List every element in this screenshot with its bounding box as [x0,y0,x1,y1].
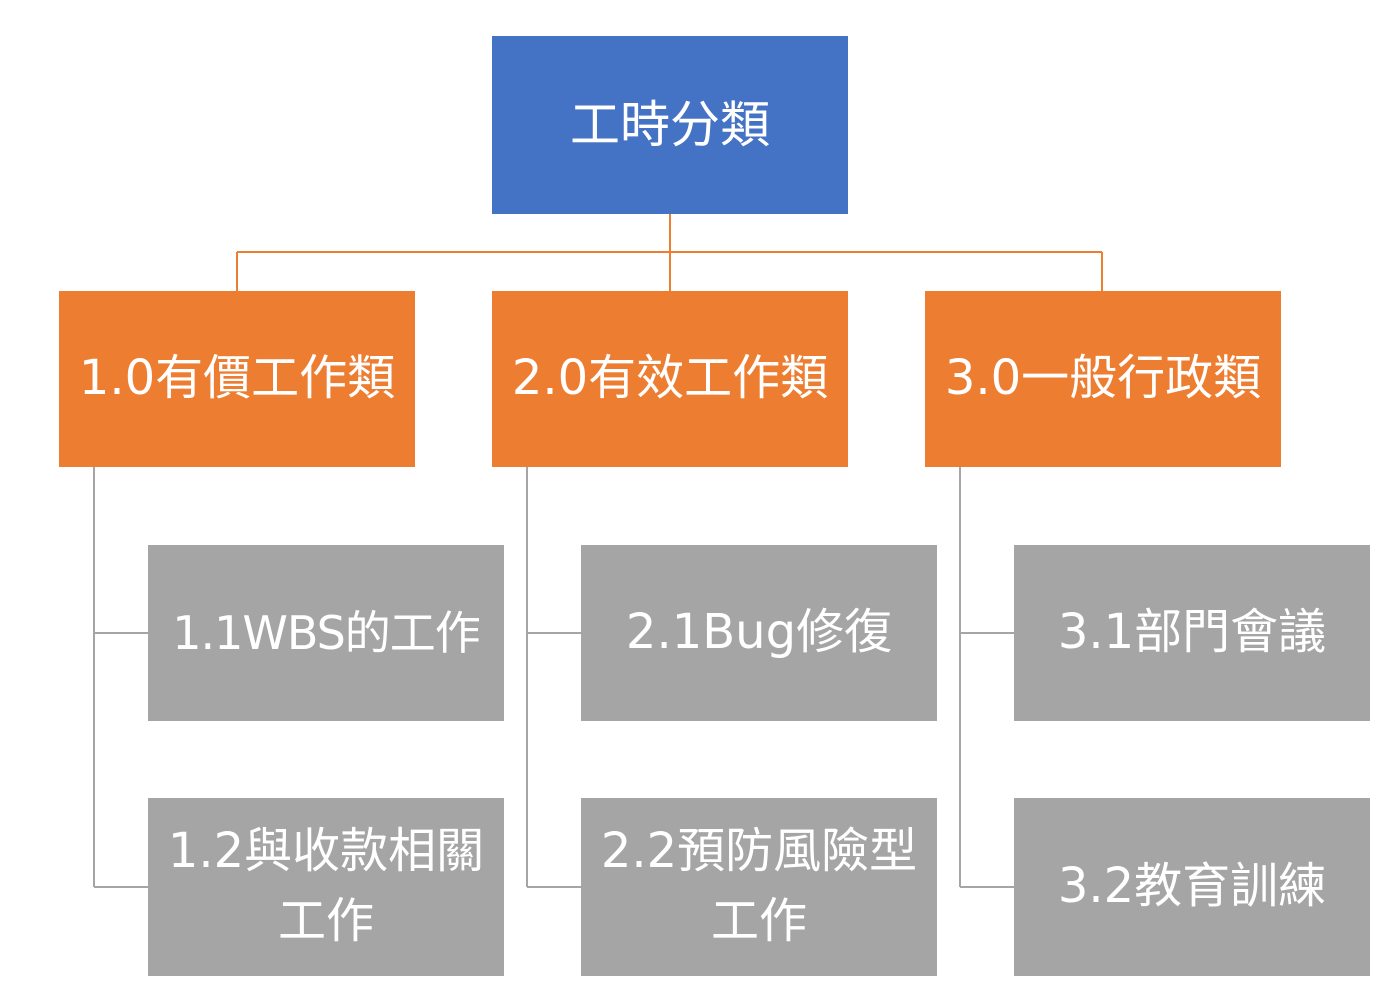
subitem-node-1-1-label: 1.1WBS的工作 [172,605,481,660]
subitem-node-1-1: 1.1WBS的工作 [148,545,504,721]
category-node-3: 3.0一般行政類 [925,291,1281,467]
subitem-node-3-2-label: 3.2教育訓練 [1057,858,1327,915]
subitem-node-3-1: 3.1部門會議 [1014,545,1370,721]
subitem-node-3-1-label: 3.1部門會議 [1057,604,1327,661]
subitem-node-1-2: 1.2與收款相關工作 [148,798,504,976]
category-node-2: 2.0有效工作類 [492,291,848,467]
category-node-1-label: 1.0有價工作類 [78,350,396,407]
subitem-node-2-2: 2.2預防風險型工作 [581,798,937,976]
root-node: 工時分類 [492,36,848,214]
category-node-3-label: 3.0一般行政類 [944,350,1262,407]
subitem-node-3-2: 3.2教育訓練 [1014,798,1370,976]
subitem-node-2-2-label: 2.2預防風險型工作 [600,823,918,949]
category-node-2-label: 2.0有效工作類 [511,350,829,407]
subitem-node-2-1-label: 2.1Bug修復 [625,604,893,661]
subitem-node-2-1: 2.1Bug修復 [581,545,937,721]
root-node-label: 工時分類 [570,95,770,154]
category-node-1: 1.0有價工作類 [59,291,415,467]
subitem-node-1-2-label: 1.2與收款相關工作 [167,823,485,949]
